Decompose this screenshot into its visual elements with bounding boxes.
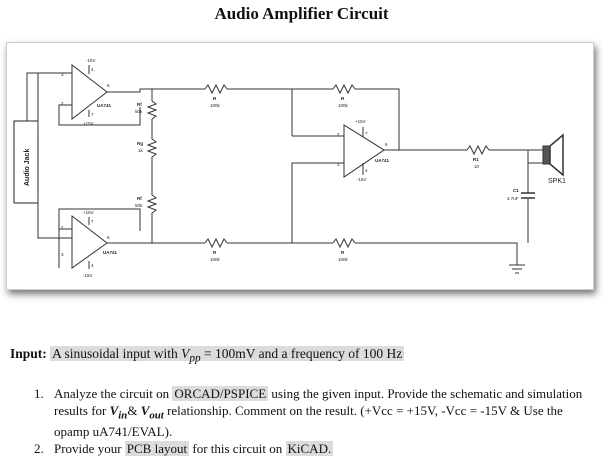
wire-jack-a — [26, 72, 38, 121]
input-var-sub: pp — [189, 352, 201, 365]
op2-vminus: -15V — [83, 273, 93, 278]
op1-pin-v4: 4 — [91, 67, 94, 72]
opamp-1-symbol — [71, 63, 108, 121]
op1-pin-v7: 7 — [91, 112, 94, 117]
wire-op1-out — [107, 88, 152, 93]
resistor-r-top-1 — [204, 83, 228, 95]
input-text-2: = 100mV and a frequency of 100 Hz — [200, 346, 403, 361]
op2-pin-v4: 4 — [91, 263, 94, 268]
input-line: Input: A sinusoidal input with Vpp = 100… — [10, 346, 405, 365]
r-top-2-value: 100k — [338, 103, 349, 108]
input-highlight: A sinusoidal input with Vpp = 100mV and … — [50, 346, 405, 365]
op2-pin-plus: 3 — [61, 252, 64, 257]
opamp-2-symbol — [71, 214, 108, 269]
r-bot-2-value: 100k — [338, 257, 349, 262]
input-var-v: V — [181, 346, 190, 361]
task-item: 2. Provide your PCB layout for this circ… — [34, 441, 594, 458]
c1-name: C1 — [513, 188, 519, 193]
opamp-3-symbol — [343, 124, 385, 178]
speaker-body — [542, 145, 551, 165]
input-label: Input: — [10, 346, 47, 361]
wire-jack-bottom — [37, 191, 72, 239]
wire-jack-top — [37, 72, 72, 135]
circuit-schematic: -15V 2 3 6 4 7 UA741 +15V +15V 2 3 6 7 4… — [6, 42, 594, 290]
r-top-2-name: R — [341, 96, 345, 101]
resistor-r-top-2 — [332, 83, 356, 95]
task-item: 1. Analyze the circuit on ORCAD/PSPICE u… — [34, 386, 594, 440]
task-1-tool: ORCAD/PSPICE — [172, 386, 269, 401]
task-list: 1. Analyze the circuit on ORCAD/PSPICE u… — [34, 386, 594, 459]
op2-pin-v7: 7 — [91, 219, 94, 224]
rg-value: 1k — [138, 148, 144, 153]
rf-bottom-value: 50k — [135, 203, 143, 208]
task-number: 1. — [34, 386, 44, 401]
r-top-1-name: R — [213, 96, 217, 101]
task-1-text-2: using the given input. Provide the schem… — [54, 386, 583, 418]
wire-op1-feedback — [58, 104, 141, 126]
r-bot-1-value: 100k — [210, 257, 221, 262]
task-number: 2. — [34, 441, 44, 457]
wire-op3-plus — [291, 162, 344, 243]
wire-speaker-b — [528, 150, 544, 164]
r1-value: 10 — [474, 164, 480, 169]
task-1-vin-sub: in — [118, 409, 128, 422]
r-bot-2-name: R — [341, 250, 345, 255]
task-2-tool: KiCAD. — [285, 441, 334, 457]
wire-op2-feedback — [58, 208, 141, 231]
task-1-vout-sub: out — [149, 409, 164, 422]
task-2-text-2: for this circuit on — [189, 441, 286, 457]
audio-jack-box — [13, 120, 39, 204]
op3-pin-v4: 4 — [365, 168, 368, 173]
task-2-highlight: PCB layout — [124, 441, 190, 457]
schematic-svg: -15V 2 3 6 4 7 UA741 +15V +15V 2 3 6 7 4… — [13, 58, 566, 278]
op1-pin-minus: 2 — [61, 101, 64, 106]
op3-pin-plus: 3 — [337, 162, 340, 167]
op1-vplus-bottom: +15V — [83, 121, 94, 126]
op3-vplus: +15V — [355, 119, 366, 124]
resistor-rf-top — [146, 100, 158, 120]
rf-bottom-name: Rf — [137, 196, 142, 201]
resistor-rf-bottom — [146, 194, 158, 214]
task-2-text-1: Provide your — [54, 441, 125, 457]
op2-model: UA741 — [103, 250, 118, 255]
op3-pin-out: 6 — [385, 142, 388, 147]
task-1-vout: V — [140, 402, 150, 418]
task-1-vin: V — [109, 402, 119, 418]
op3-pin-v7: 7 — [365, 131, 368, 136]
op2-pin-out: 6 — [107, 235, 110, 240]
speaker-cone-icon — [549, 133, 564, 177]
wire-bot-ground — [355, 242, 518, 265]
wire-op2-out — [107, 231, 153, 244]
resistor-r-bot-1 — [204, 237, 228, 249]
op1-pin-out: 6 — [107, 83, 110, 88]
op1-model: UA741 — [97, 103, 112, 108]
rf-top-value: 50k — [135, 109, 143, 114]
op2-pin-minus: 2 — [61, 225, 64, 230]
resistor-r-bot-2 — [332, 237, 356, 249]
op2-vplus: +15V — [83, 210, 94, 215]
op3-pin-minus: 2 — [337, 132, 340, 137]
op1-pin-plus: 3 — [61, 72, 64, 77]
audio-jack-label: Audio Jack — [24, 149, 31, 186]
r1-name: R1 — [473, 157, 479, 162]
resistor-r1 — [466, 144, 490, 156]
page-title: Audio Amplifier Circuit — [214, 4, 389, 23]
input-text-1: A sinusoidal input with — [52, 346, 182, 361]
c1-value: 4.7uF — [507, 196, 519, 201]
r-top-1-value: 100k — [210, 103, 221, 108]
task-1-amp: & — [127, 402, 141, 418]
resistor-rg — [146, 138, 158, 158]
op3-vminus: -15V — [357, 177, 367, 182]
r-bot-1-name: R — [213, 250, 217, 255]
speaker-label: SPK1 — [548, 178, 566, 185]
task-1-text-3: relationship. Comment on the result. (+V… — [54, 402, 563, 439]
op1-vplus-top: -15V — [86, 58, 96, 63]
rg-name: Rg — [137, 141, 143, 146]
rf-top-name: Rf — [137, 102, 142, 107]
op3-model: UA741 — [375, 158, 390, 163]
task-1-text-1: Analyze the circuit on — [54, 386, 173, 401]
